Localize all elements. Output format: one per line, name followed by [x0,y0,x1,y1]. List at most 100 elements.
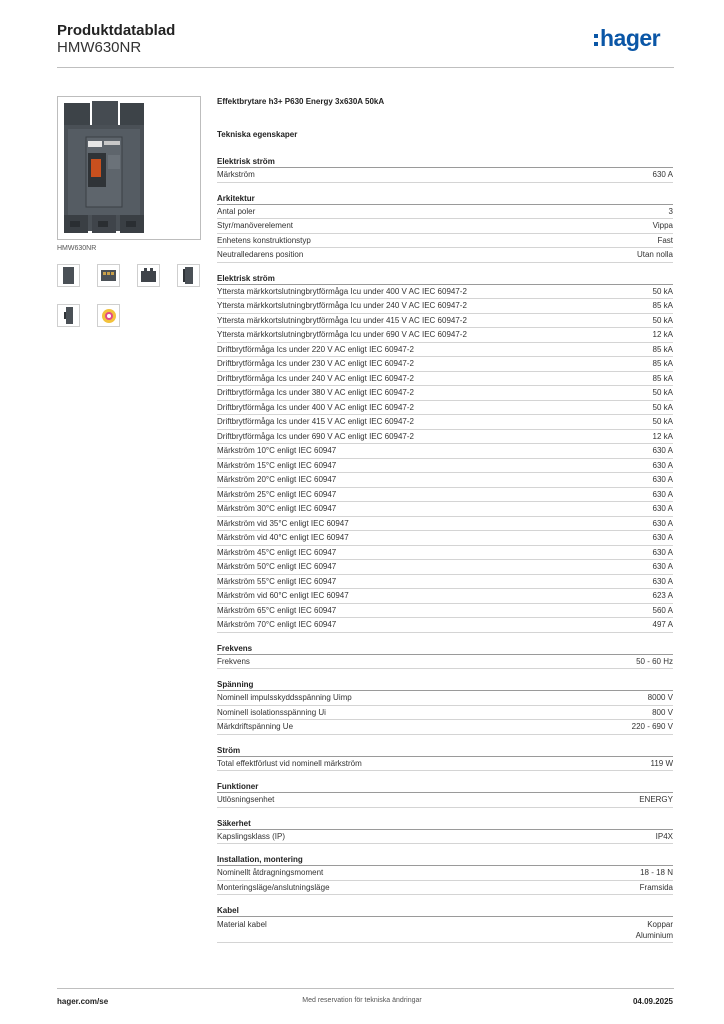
spec-row: Nominell impulsskyddsspänning Uimp 8000 V [217,691,673,706]
spec-value: Fast [657,235,673,245]
spec-label: Märkström 50°C enligt IEC 60947 [217,562,337,571]
spec-label: Material kabel [217,920,267,929]
logo-dots-icon [594,34,598,46]
terminal-view-icon [101,270,116,281]
section-title: Kabel [217,905,673,917]
spec-label: Driftbrytförmåga Ics under 380 V AC enli… [217,388,414,397]
side-profile-icon [64,307,73,324]
spec-value: 12 kA [652,330,673,339]
side-view-icon [183,267,193,284]
spec-value: 623 A [652,591,673,600]
spec-row: Märkström 30°C enligt IEC 60947 630 A [217,502,673,517]
spec-label: Utlösningsenhet [217,795,275,804]
section-title: Ström [217,745,673,757]
thumbnail-front[interactable] [57,264,80,287]
spec-row: Monteringsläge/anslutningsläge Framsida [217,881,673,895]
circuit-breaker-icon [62,99,196,237]
spec-value: 630 A [652,170,673,179]
spec-value: 8000 V [647,693,673,702]
product-image[interactable] [57,96,201,240]
spec-value: Utan nolla [636,250,673,259]
spec-label: Märkström vid 35°C enligt IEC 60947 [217,518,349,528]
spec-value: Framsida [639,882,673,892]
spec-label: Monteringsläge/anslutningsläge [217,882,330,892]
spec-label: Driftbrytförmåga Ics under 690 V AC enli… [217,431,414,441]
spec-label: Yttersta märkkortslutningbrytförmåga Icu… [217,330,467,339]
spec-value: 3 [668,206,673,216]
spec-row: Driftbrytförmåga Ics under 690 V AC enli… [217,430,673,444]
spec-row: Kapslingsklass (IP) IP4X [217,830,673,844]
spec-label: Driftbrytförmåga Ics under 230 V AC enli… [217,359,414,368]
spec-label: Märkdriftspänning Ue [217,722,294,731]
spec-label: Kapslingsklass (IP) [217,831,286,841]
spec-value: 800 V [652,707,673,717]
spec-value: 630 A [652,504,673,513]
spec-row: Märkström 65°C enligt IEC 60947 560 A [217,604,673,618]
spec-label: Nominell impulsskyddsspänning Uimp [217,693,352,702]
spec-label: Märkström 30°C enligt IEC 60947 [217,504,337,513]
thumbnail-side[interactable] [177,264,200,287]
spec-value: 50 kA [652,286,673,296]
spec-row: Yttersta märkkortslutningbrytförmåga Icu… [217,328,673,343]
spec-row: Driftbrytförmåga Ics under 380 V AC enli… [217,386,673,401]
section-title: Arkitektur [217,193,673,205]
spec-value: 630 A [652,576,673,586]
spec-value: 560 A [652,605,673,615]
section-title: Installation, montering [217,854,673,866]
specs-title: Tekniska egenskaper [217,130,298,139]
thumbnail-terminals[interactable] [97,264,120,287]
spec-label: Driftbrytförmåga Ics under 220 V AC enli… [217,344,414,354]
header-divider [57,67,674,68]
spec-row: Yttersta märkkortslutningbrytförmåga Icu… [217,299,673,314]
spec-value: 85 kA [652,344,673,354]
spec-label: Märkström [217,170,255,179]
spec-label: Märkström 65°C enligt IEC 60947 [217,605,337,615]
footer-website-link[interactable]: hager.com/se [57,997,109,1006]
spec-row: Driftbrytförmåga Ics under 220 V AC enli… [217,343,673,357]
spec-label: Yttersta märkkortslutningbrytförmåga Icu… [217,315,467,325]
spec-label: Total effektförlust vid nominell märkstr… [217,758,362,768]
spec-value: 630 A [652,446,673,455]
spec-value: IP4X [655,831,673,841]
spec-value: 630 A [652,475,673,484]
spec-value: 50 kA [652,417,673,426]
spec-row: Frekvens 50 - 60 Hz [217,655,673,669]
image-caption: HMW630NR [57,245,97,252]
logo-text: hager [600,25,661,51]
footer-date: 04.09.2025 [632,997,673,1006]
hager-logo[interactable]: hager [594,25,661,51]
spec-value: 50 kA [652,388,673,397]
thumbnail-energy-label[interactable] [97,304,120,327]
thumbnail-side-profile[interactable] [57,304,80,327]
energy-label-icon [102,309,116,323]
spec-label: Frekvens [217,656,250,666]
thumbnail-rear[interactable] [137,264,160,287]
spec-label: Styr/manöverelement [217,221,294,230]
spec-value: 50 - 60 Hz [636,656,673,666]
footer-divider [57,988,674,989]
spec-label: Driftbrytförmåga Ics under 415 V AC enli… [217,417,414,426]
spec-value: 630 A [652,460,673,470]
spec-label: Märkström 45°C enligt IEC 60947 [217,547,337,557]
spec-row: Yttersta märkkortslutningbrytförmåga Icu… [217,285,673,299]
spec-row: Yttersta märkkortslutningbrytförmåga Icu… [217,314,673,328]
